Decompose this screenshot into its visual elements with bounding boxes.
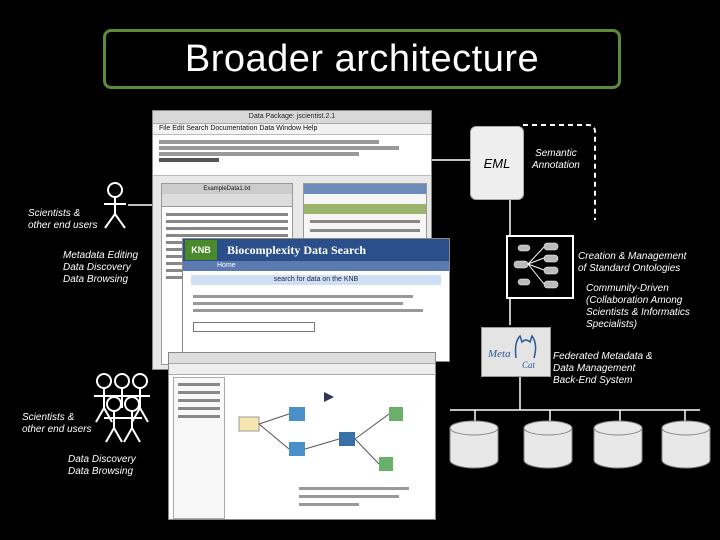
morpho-metadata-text [153,135,431,176]
morpho-menu: File Edit Search Documentation Data Wind… [153,124,431,135]
kepler-workflow [238,392,409,506]
knb-window: KNB Biocomplexity Data Search Home searc… [182,238,450,362]
morpho-window-title: Data Package: jscientist.2.1 [153,111,431,124]
users-bottom-label: Scientists & other end users [22,412,92,435]
knb-title: Biocomplexity Data Search [227,242,367,257]
metacat-logo-cat: Cat [522,360,536,370]
knb-subtitle: search for data on the KNB [191,275,441,285]
knb-search-input[interactable] [193,322,315,332]
database-cylinders [449,420,711,469]
knb-header-bar: KNB Biocomplexity Data Search [183,239,449,261]
ontologies-label: Creation & Management of Standard Ontolo… [578,251,687,274]
title-box: Broader architecture [103,29,621,89]
editing-label: Metadata Editing Data Discovery Data Bro… [63,250,139,285]
eml-label: EML [483,155,511,171]
user-figure-top [104,182,126,229]
ontology-graph-icon [513,242,559,289]
kepler-tree-panel [173,377,225,519]
ontology-box [506,235,574,299]
community-label: Community-Driven (Collaboration Among Sc… [586,283,690,330]
knb-nav: Home [183,261,449,271]
metacat-box: Meta Cat [481,327,551,377]
semantic-annotation-label: Semantic Annotation [532,148,580,171]
federated-label: Federated Metadata & Data Management Bac… [553,351,653,386]
eml-box: EML [470,126,524,200]
users-top-label: Scientists & other end users [28,208,98,231]
metacat-cat-icon [514,334,537,359]
knb-logo: KNB [185,240,217,260]
kepler-window [168,352,436,520]
discovery-label: Data Discovery Data Browsing [68,454,136,477]
page-title: Broader architecture [184,37,540,80]
user-group-figure [94,373,150,443]
morpho-table-title: ExampleData1.txt [162,184,292,194]
metacat-logo-meta: Meta [488,348,511,360]
knb-home-link[interactable]: Home [217,262,236,269]
